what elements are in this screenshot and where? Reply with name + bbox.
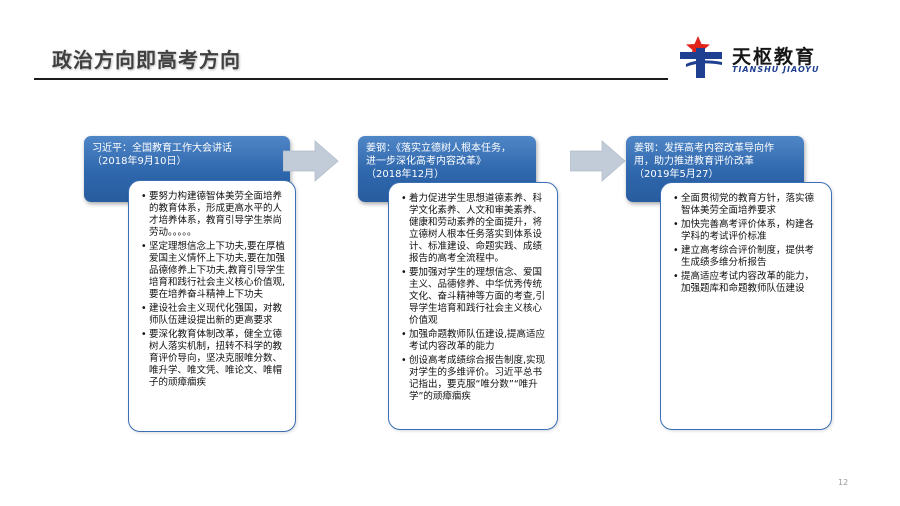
column-1-header-line-1: 习近平：全国教育工作大会讲话: [92, 143, 232, 154]
list-item: 加快完善高考评价体系，构建各学科的考试评价标准: [673, 219, 823, 243]
column-1-header-line-2: （2018年9月10日）: [92, 156, 187, 167]
list-item: 全面贯彻党的教育方针，落实德智体美劳全面培养要求: [673, 193, 823, 217]
column-1-list: 要努力构建德智体美劳全面培养的教育体系，形成更高水平的人才培养体系，教育引导学生…: [141, 191, 287, 389]
column-3-header-line-1: 姜钢：发挥高考内容改革导向作: [634, 143, 774, 154]
title-underline: [34, 78, 668, 80]
column-3-list: 全面贯彻党的教育方针，落实德智体美劳全面培养要求 加快完善高考评价体系，构建各学…: [673, 193, 823, 295]
list-item: 提高适应考试内容改革的能力，加强题库和命题教师队伍建设: [673, 271, 823, 295]
list-item: 创设高考成绩综合报告制度,实现对学生的多维评价。习近平总书记指出，要克服“唯分数…: [401, 355, 549, 403]
logo-subtitle: TIANSHU JIAOYU: [732, 65, 820, 74]
column-3-header-line-2: 用，助力推进教育评价改革: [634, 156, 754, 167]
right-arrow-icon: [283, 140, 339, 182]
company-logo: 天枢教育 TIANSHU JIAOYU: [678, 34, 858, 82]
list-item: 要深化教育体制改革，健全立德树人落实机制，扭转不科学的教育评价导向，坚决克服唯分…: [141, 329, 287, 389]
column-1-body: 要努力构建德智体美劳全面培养的教育体系，形成更高水平的人才培养体系，教育引导学生…: [128, 180, 296, 432]
list-item: 加强命题教师队伍建设,提高适应考试内容改革的能力: [401, 329, 549, 353]
column-2-body: 着力促进学生思想道德素养、科学文化素养、人文和审美素养、健康和劳动素养的全面提升…: [388, 182, 558, 430]
list-item: 建设社会主义现代化强国，对教师队伍建设提出新的更高要求: [141, 303, 287, 327]
list-item: 建立高考综合评价制度，提供考生成绩多维分析报告: [673, 245, 823, 269]
page-number: 12: [838, 478, 849, 487]
column-3-header-line-3: （2019年5月27）: [634, 169, 719, 180]
column-2-header-line-2: 进一步深化高考内容改革》: [366, 156, 486, 167]
list-item: 坚定理想信念上下功夫,要在厚植爱国主义情怀上下功夫,要在加强品德修养上下功夫,教…: [141, 241, 287, 301]
list-item: 要加强对学生的理想信念、爱国主义、品德修养、中华优秀传统文化、奋斗精神等方面的考…: [401, 267, 549, 327]
logo-name: 天枢教育: [732, 46, 817, 68]
right-arrow-icon: [570, 140, 626, 182]
star-cross-logo-icon: [680, 36, 722, 78]
list-item: 着力促进学生思想道德素养、科学文化素养、人文和审美素养、健康和劳动素养的全面提升…: [401, 193, 549, 265]
column-2-header-line-1: 姜钢：《落实立德树人根本任务，: [366, 143, 511, 154]
column-3-body: 全面贯彻党的教育方针，落实德智体美劳全面培养要求 加快完善高考评价体系，构建各学…: [660, 182, 832, 430]
column-2-list: 着力促进学生思想道德素养、科学文化素养、人文和审美素养、健康和劳动素养的全面提升…: [401, 193, 549, 403]
list-item: 要努力构建德智体美劳全面培养的教育体系，形成更高水平的人才培养体系，教育引导学生…: [141, 191, 287, 239]
column-2-header-line-3: （2018年12月）: [366, 169, 445, 180]
slide-title: 政治方向即高考方向: [52, 48, 241, 72]
